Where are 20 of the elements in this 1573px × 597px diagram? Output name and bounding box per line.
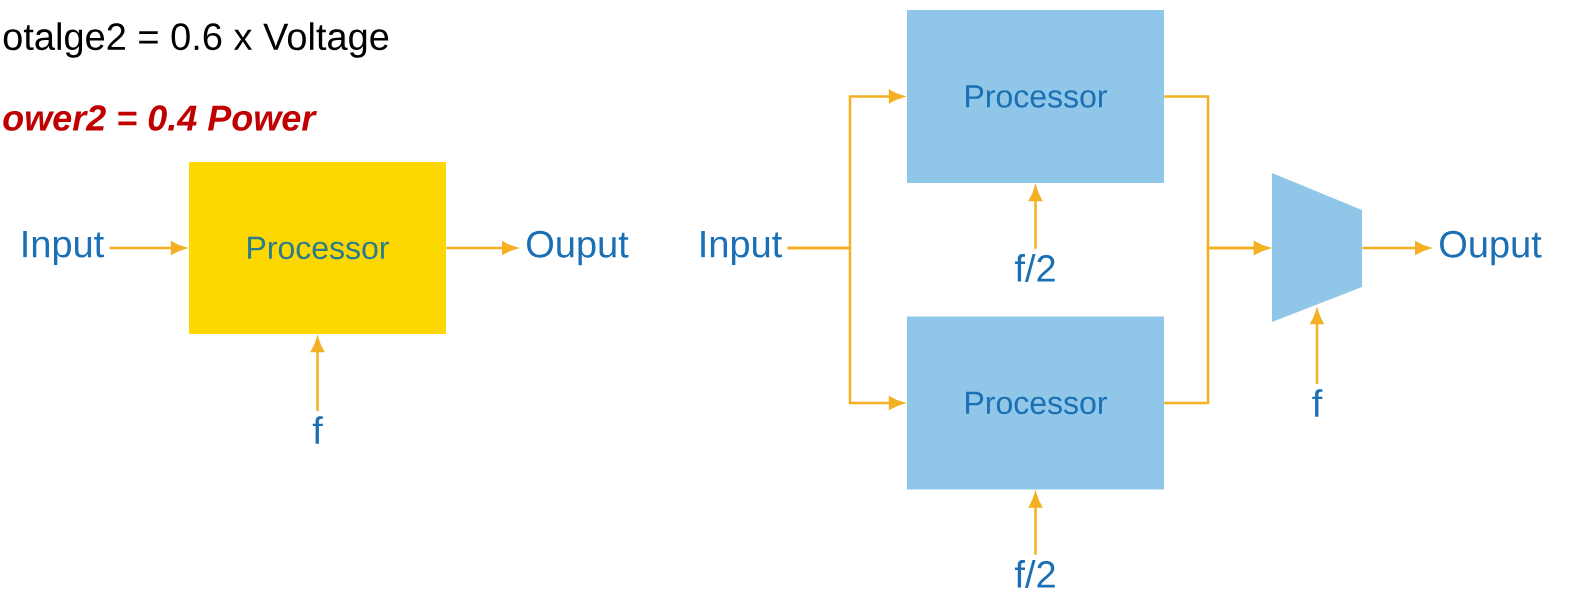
processor-box: Processor — [189, 162, 446, 334]
formula-text: ower2 = 0.4 Power — [3, 105, 317, 131]
processor-box: Processor — [907, 316, 1164, 490]
arrow — [1164, 241, 1269, 405]
multiplexer-shape — [1272, 173, 1362, 322]
signal-label: Ouput — [1440, 230, 1542, 266]
signal-label: f/2 — [1014, 254, 1055, 282]
signal-label: Ouput — [527, 230, 629, 266]
arrow — [109, 241, 186, 255]
arrow — [1310, 309, 1324, 385]
formula-text: otalge2 = 0.6 x Voltage — [3, 22, 389, 58]
signal-label: f — [1312, 389, 1323, 417]
signal-label: f — [312, 416, 323, 444]
signal-label: Input — [23, 231, 104, 265]
signal-label: Input — [701, 231, 782, 265]
processor-box: Processor — [907, 10, 1164, 183]
arrow — [446, 241, 517, 255]
arrow — [787, 246, 904, 410]
arrow — [1362, 241, 1430, 255]
signal-label: f/2 — [1014, 560, 1055, 588]
